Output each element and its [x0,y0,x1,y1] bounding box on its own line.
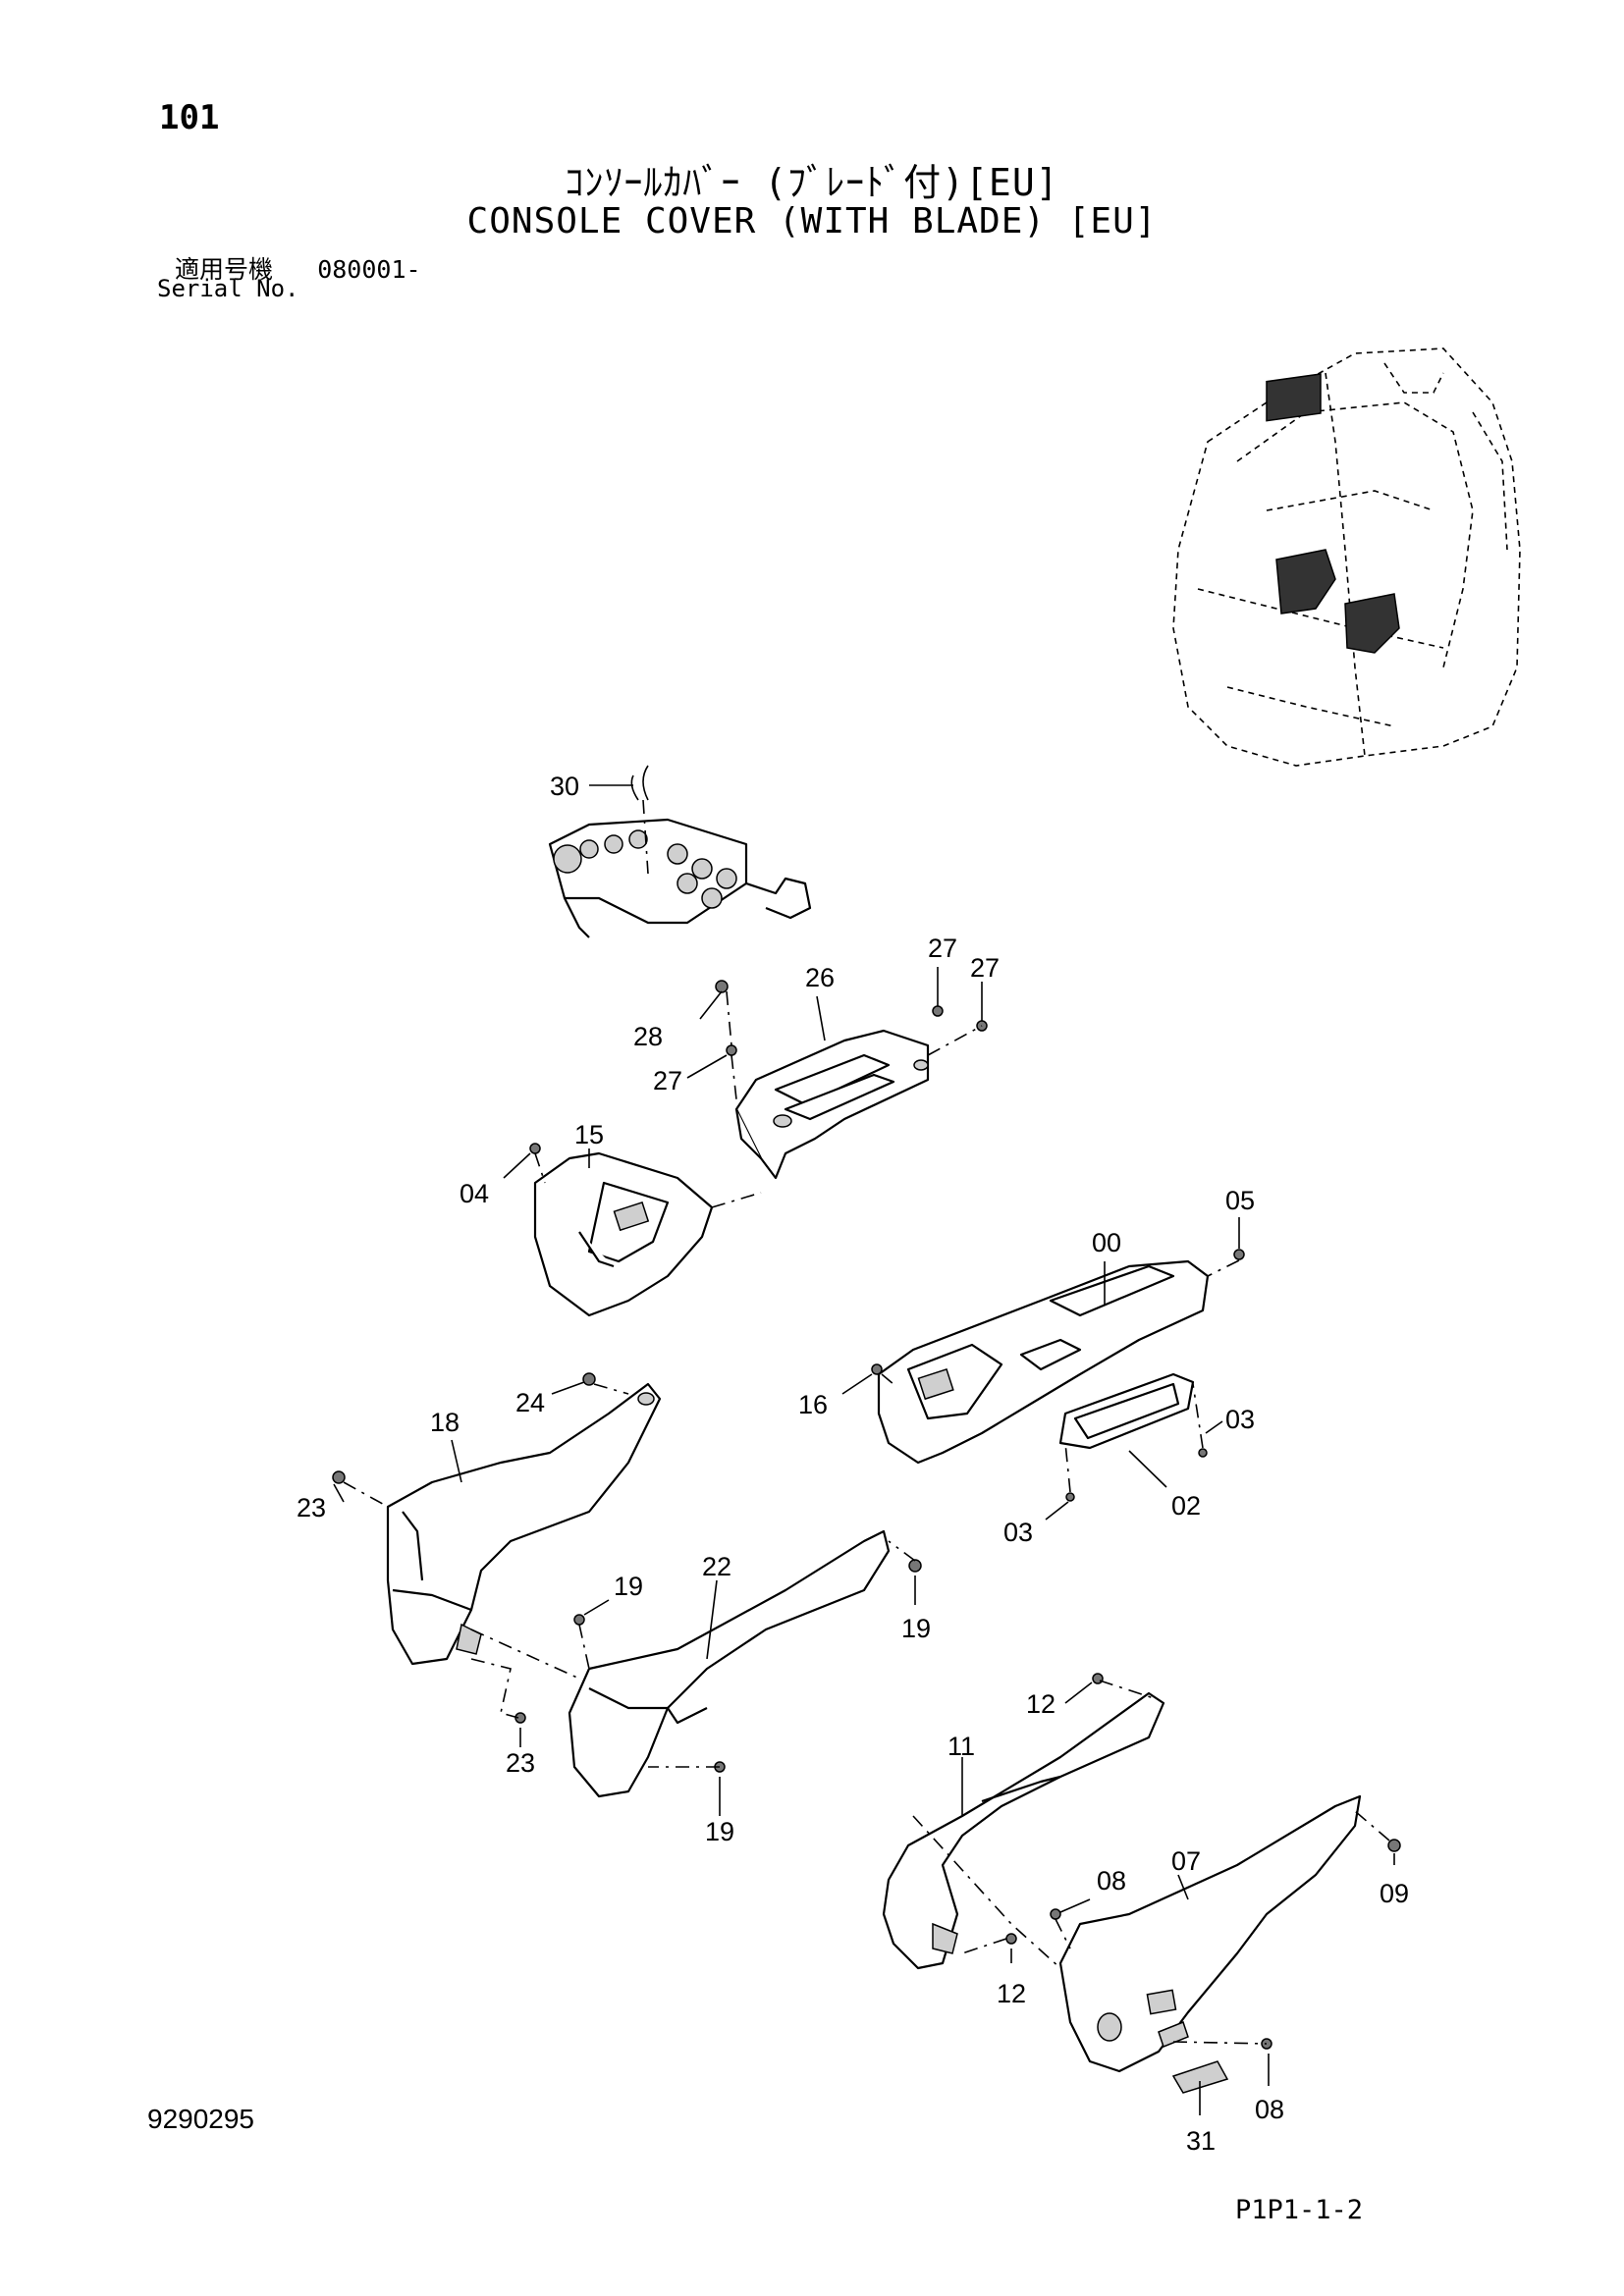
part-00-main-console [877,1259,1210,1465]
callout-19: 19 [901,1614,931,1643]
callout-27: 27 [928,934,957,963]
callout-09: 09 [1380,1879,1409,1908]
callout-19: 19 [705,1817,734,1846]
leader-lines [333,784,1395,2115]
callout-08: 08 [1255,2095,1284,2124]
callout-27: 27 [653,1066,682,1095]
callout-05: 05 [1225,1186,1255,1215]
callout-07: 07 [1171,1846,1201,1876]
page-number: 101 [159,98,220,137]
callout-02: 02 [1171,1491,1201,1521]
part-22-middle-cover [568,1529,891,1798]
serial-label-japanese: 適用号機 [175,255,274,284]
part-26-upper-cover [734,1029,930,1180]
callout-12: 12 [1026,1689,1056,1719]
part-18-left-side-cover [386,1382,662,1666]
serial-row-japanese: 適用号機 080001- [175,250,421,286]
callout-12: 12 [997,1979,1026,2008]
serial-value: 080001- [317,255,421,284]
callout-19: 19 [614,1572,643,1601]
callout-31: 31 [1186,2126,1216,2156]
part-11-right-inner-cover [882,1691,1165,1970]
callout-16: 16 [798,1390,828,1419]
callout-30: 30 [550,772,579,801]
callout-23: 23 [297,1493,326,1522]
callout-28: 28 [633,1022,663,1051]
callout-08: 08 [1097,1866,1126,1896]
callout-11: 11 [947,1732,975,1761]
bolt-icon [332,980,1401,2050]
title-japanese: ｺﾝｿｰﾙｶﾊﾞｰ (ﾌﾞﾚｰﾄﾞ付)[EU] [565,161,1059,204]
callout-03: 03 [1003,1518,1033,1547]
callout-27: 27 [970,953,1000,983]
title-english: CONSOLE COVER (WITH BLADE) [EU] [466,201,1158,241]
callout-15: 15 [574,1120,604,1149]
page-code: P1P1-1-2 [1235,2195,1364,2225]
cab-location-icon [1172,347,1521,767]
part-15-left-bracket [533,1151,714,1317]
callout-23: 23 [506,1748,535,1778]
part-02-tray [1058,1372,1195,1450]
callout-03: 03 [1225,1405,1255,1434]
callout-26: 26 [805,963,835,992]
part-30-switch-panel [548,765,812,938]
part-31-label [1171,2060,1229,2094]
callout-04: 04 [460,1179,489,1208]
callout-22: 22 [702,1552,731,1581]
callout-24: 24 [515,1388,545,1417]
part-07-right-outer-cover [1058,1794,1362,2073]
document-number: 9290295 [147,2104,255,2134]
callout-00: 00 [1092,1228,1121,1257]
callout-18: 18 [430,1408,460,1437]
serial-label-english: Serial No. [157,275,299,302]
